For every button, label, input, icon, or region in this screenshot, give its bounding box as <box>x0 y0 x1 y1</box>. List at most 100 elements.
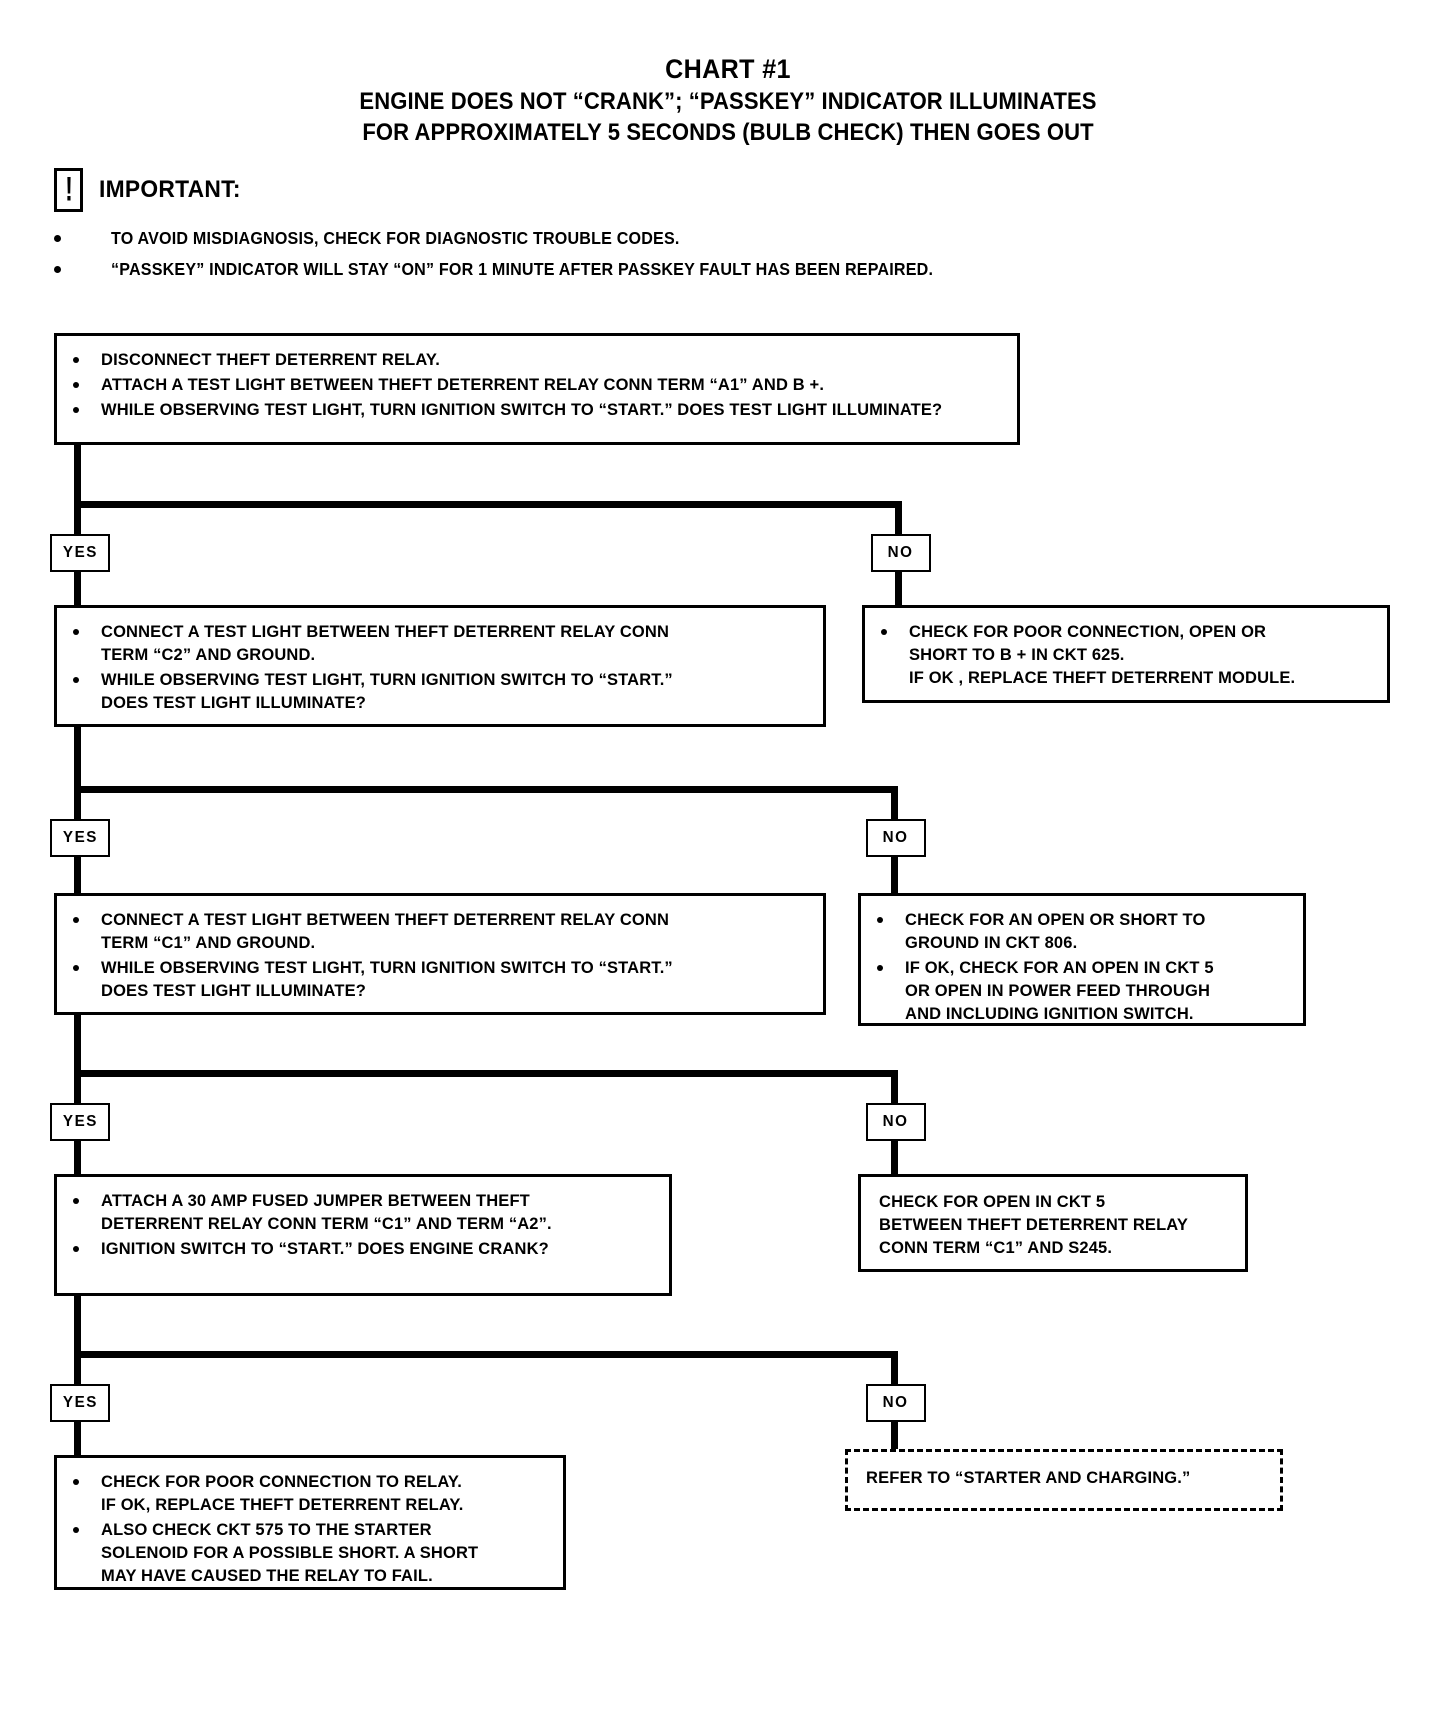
bullet-icon <box>54 266 61 273</box>
bullet-icon <box>54 235 61 242</box>
list-item: IGNITION SWITCH TO “START.” DOES ENGINE … <box>73 1238 653 1261</box>
step2no-item2-line3: AND INCLUDING IGNITION SWITCH. <box>905 1005 1194 1023</box>
important-item-2: “PASSKEY” INDICATOR WILL STAY “ON” FOR 1… <box>111 259 934 279</box>
yes-label: YES <box>62 1394 98 1411</box>
ckt5-s245-box: CHECK FOR OPEN IN CKT 5 BETWEEN THEFT DE… <box>858 1174 1248 1272</box>
important-heading: IMPORTANT: <box>99 176 241 203</box>
bullet-icon <box>877 965 883 971</box>
step2-item2-line2: DOES TEST LIGHT ILLUMINATE? <box>101 694 366 712</box>
exclamation-icon: ! <box>54 168 83 212</box>
branch-label-yes: YES <box>50 819 110 857</box>
step2no-item2-line2: OR OPEN IN POWER FEED THROUGH <box>905 982 1211 1000</box>
step2no-item1-line1: CHECK FOR AN OPEN OR SHORT TO <box>905 911 1206 929</box>
connector-vertical <box>895 501 902 535</box>
bullet-icon <box>881 629 887 635</box>
list-item: DISCONNECT THEFT DETERRENT RELAY. <box>73 349 1001 372</box>
connector-vertical <box>891 1422 898 1457</box>
step3-item1-line1: CONNECT A TEST LIGHT BETWEEN THEFT DETER… <box>101 911 670 929</box>
important-list: TO AVOID MISDIAGNOSIS, CHECK FOR DIAGNOS… <box>54 228 1254 280</box>
step2-item1-line2: TERM “C2” AND GROUND. <box>101 646 316 664</box>
connector-vertical <box>74 445 81 508</box>
step4no-line1: REFER TO “STARTER AND CHARGING.” <box>866 1469 1191 1487</box>
bullet-icon <box>73 629 79 635</box>
no-label: NO <box>883 829 909 846</box>
ckt625-box: CHECK FOR POOR CONNECTION, OPEN OR SHORT… <box>862 605 1390 703</box>
branch-label-no: NO <box>871 534 931 572</box>
step2no-item2-line1: IF OK, CHECK FOR AN OPEN IN CKT 5 <box>905 959 1214 977</box>
step3-item2-line2: DOES TEST LIGHT ILLUMINATE? <box>101 982 366 1000</box>
bullet-icon <box>73 1246 79 1252</box>
important-item-1: TO AVOID MISDIAGNOSIS, CHECK FOR DIAGNOS… <box>111 228 680 248</box>
step2no-item1-line2: GROUND IN CKT 806. <box>905 934 1078 952</box>
list-item: ATTACH A 30 AMP FUSED JUMPER BETWEEN THE… <box>73 1190 653 1236</box>
chart-subtitle-line-2: FOR APPROXIMATELY 5 SECONDS (BULB CHECK)… <box>362 119 1094 146</box>
step4-item2-line2: DOES ENGINE CRANK? <box>357 1240 549 1258</box>
step4-item1-line1: ATTACH A 30 AMP FUSED JUMPER BETWEEN THE… <box>101 1192 530 1210</box>
chart-subtitle-line-1: ENGINE DOES NOT “CRANK”; “PASSKEY” INDIC… <box>359 88 1097 115</box>
connector-horizontal <box>74 1351 898 1358</box>
branch-label-yes: YES <box>50 1384 110 1422</box>
list-item: “PASSKEY” INDICATOR WILL STAY “ON” FOR 1… <box>54 259 1254 280</box>
connector-vertical <box>74 572 81 607</box>
step3no-line3: CONN TERM “C1” AND S245. <box>879 1239 1113 1257</box>
connector-vertical <box>891 1351 898 1385</box>
connector-vertical <box>74 857 81 895</box>
step4-item1-line2: DETERRENT RELAY CONN TERM “C1” AND TERM … <box>101 1215 552 1233</box>
test-light-a1-box: DISCONNECT THEFT DETERRENT RELAY. ATTACH… <box>54 333 1020 445</box>
step1-item2-line1: ATTACH A TEST LIGHT BETWEEN THEFT DETERR… <box>101 376 825 394</box>
list-item: CONNECT A TEST LIGHT BETWEEN THEFT DETER… <box>73 909 807 955</box>
step5-item2-line3: MAY HAVE CAUSED THE RELAY TO FAIL. <box>101 1567 433 1585</box>
fused-jumper-box: ATTACH A 30 AMP FUSED JUMPER BETWEEN THE… <box>54 1174 672 1296</box>
no-label: NO <box>883 1113 909 1130</box>
yes-label: YES <box>62 544 98 561</box>
step3no-line1: CHECK FOR OPEN IN CKT 5 <box>879 1193 1106 1211</box>
step1no-line2: SHORT TO B + IN CKT 625. <box>909 646 1125 664</box>
connector-vertical <box>895 572 902 607</box>
bullet-icon <box>73 965 79 971</box>
starter-charging-box: REFER TO “STARTER AND CHARGING.” <box>845 1449 1283 1511</box>
bullet-icon <box>73 917 79 923</box>
list-item: WHILE OBSERVING TEST LIGHT, TURN IGNITIO… <box>73 669 807 715</box>
step1-item3-line2: DOES TEST LIGHT ILLUMINATE? <box>677 401 943 419</box>
step1-item1-line1: DISCONNECT THEFT DETERRENT RELAY. <box>101 351 440 369</box>
bullet-icon <box>73 1198 79 1204</box>
branch-label-no: NO <box>866 1103 926 1141</box>
branch-label-no: NO <box>866 1384 926 1422</box>
exclamation-glyph: ! <box>64 170 73 209</box>
bullet-icon <box>73 357 79 363</box>
step5-item1-line2: IF OK, REPLACE THEFT DETERRENT RELAY. <box>101 1496 464 1514</box>
important-notice: ! IMPORTANT: TO AVOID MISDIAGNOSIS, CHEC… <box>54 168 1254 290</box>
step5-item2-line1: ALSO CHECK CKT 575 TO THE STARTER <box>101 1521 432 1539</box>
bullet-icon <box>73 382 79 388</box>
connector-vertical <box>74 1422 81 1457</box>
page-title: CHART #1 ENGINE DOES NOT “CRANK”; “PASSK… <box>0 52 1456 148</box>
list-item: CHECK FOR POOR CONNECTION, OPEN OR SHORT… <box>881 621 1371 690</box>
connector-vertical <box>74 727 81 792</box>
connector-horizontal <box>74 1070 898 1077</box>
step5-item2-line2: SOLENOID FOR A POSSIBLE SHORT. A SHORT <box>101 1544 479 1562</box>
connector-vertical <box>891 786 898 820</box>
connector-vertical <box>891 857 898 895</box>
connector-vertical <box>891 1070 898 1104</box>
yes-label: YES <box>62 1113 98 1130</box>
step1no-line3: IF OK , REPLACE THEFT DETERRENT MODULE. <box>909 669 1296 687</box>
step4-item2-line1: IGNITION SWITCH TO “START.” <box>101 1240 353 1258</box>
list-item: ALSO CHECK CKT 575 TO THE STARTER SOLENO… <box>73 1519 547 1588</box>
list-item: WHILE OBSERVING TEST LIGHT, TURN IGNITIO… <box>73 399 1001 422</box>
bullet-icon <box>73 1479 79 1485</box>
list-item: CHECK FOR AN OPEN OR SHORT TO GROUND IN … <box>877 909 1287 955</box>
connector-vertical <box>74 1070 81 1104</box>
connector-vertical <box>891 1141 898 1176</box>
test-light-c1-box: CONNECT A TEST LIGHT BETWEEN THEFT DETER… <box>54 893 826 1015</box>
step1-item3-line1: WHILE OBSERVING TEST LIGHT, TURN IGNITIO… <box>101 401 673 419</box>
test-light-c2-box: CONNECT A TEST LIGHT BETWEEN THEFT DETER… <box>54 605 826 727</box>
bullet-icon <box>73 407 79 413</box>
connector-horizontal <box>74 786 898 793</box>
branch-label-no: NO <box>866 819 926 857</box>
list-item: CHECK FOR POOR CONNECTION TO RELAY. IF O… <box>73 1471 547 1517</box>
bullet-icon <box>73 1527 79 1533</box>
step5-item1-line1: CHECK FOR POOR CONNECTION TO RELAY. <box>101 1473 462 1491</box>
ckt806-box: CHECK FOR AN OPEN OR SHORT TO GROUND IN … <box>858 893 1306 1026</box>
step1no-line1: CHECK FOR POOR CONNECTION, OPEN OR <box>909 623 1267 641</box>
